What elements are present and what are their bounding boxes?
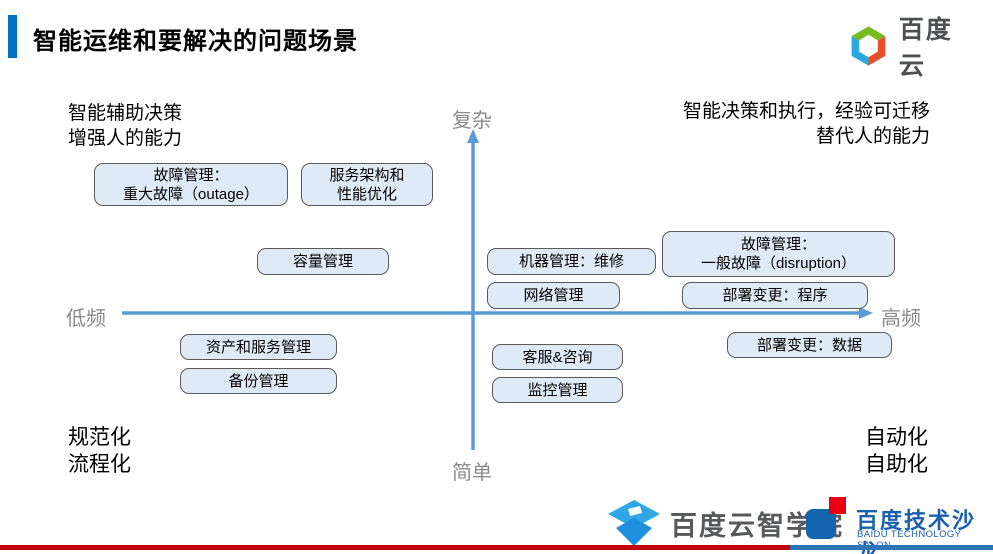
academy-cap-icon: [608, 500, 660, 546]
salon-logo-text-cn: 百度技术沙龙: [856, 508, 977, 554]
box-service-arch: 服务架构和 性能优化: [301, 163, 433, 206]
box-monitoring: 监控管理: [492, 377, 623, 403]
corner-tl-line1: 智能辅助决策: [68, 103, 183, 124]
box-machine-repair-label: 机器管理：维修: [518, 253, 624, 270]
box-fault-disruption-line1: 故障管理：: [740, 236, 816, 253]
box-fault-disruption: 故障管理： 一般故障（disruption）: [662, 231, 895, 277]
baidu-technology-salon-logo: 百度技术沙龙 BAIDU TECHNOLOGY SALON: [804, 495, 990, 554]
box-backup-label: 备份管理: [228, 372, 289, 390]
box-deploy-program: 部署变更：程序: [682, 282, 868, 309]
salon-red-square-icon: [829, 497, 846, 514]
axis-label-simple: 简单: [452, 462, 492, 484]
box-capacity-label: 容量管理: [292, 253, 353, 270]
box-asset-service-label: 资产和服务管理: [205, 338, 311, 356]
axis-label-lowfreq: 低频: [66, 308, 106, 330]
baidu-cloud-logo: 百度云: [846, 16, 978, 80]
box-asset-service: 资产和服务管理: [180, 334, 337, 360]
corner-bl-line2: 流程化: [68, 453, 131, 476]
corner-bl-line1: 规范化: [68, 426, 131, 449]
footer-line-red: [0, 545, 790, 550]
baidu-cloud-cube-icon: [851, 26, 886, 66]
corner-tr-line2: 替代人的能力: [815, 126, 930, 147]
axis-label-complex: 复杂: [452, 110, 492, 132]
box-customer-service: 客服&咨询: [492, 344, 623, 370]
box-customer-service-label: 客服&咨询: [522, 348, 593, 366]
corner-br-line1: 自动化: [865, 426, 928, 449]
corner-tl-line2: 增强人的能力: [68, 128, 183, 149]
salon-blue-square-icon: [806, 509, 836, 539]
corner-tr-line1: 智能决策和执行，经验可迁移: [682, 101, 930, 122]
page-title: 智能运维和要解决的问题场景: [33, 28, 358, 55]
box-monitoring-label: 监控管理: [527, 381, 588, 399]
corner-br-line2: 自助化: [865, 453, 928, 476]
corner-label-bottom-right: 自动化 自助化: [865, 424, 928, 478]
axis-label-highfreq: 高频: [881, 308, 921, 330]
box-fault-outage: 故障管理： 重大故障（outage）: [94, 163, 288, 206]
baidu-cloud-logo-text: 百度云: [898, 16, 953, 80]
box-deploy-data: 部署变更：数据: [727, 332, 892, 358]
box-fault-disruption-line2: 一般故障（disruption）: [700, 255, 857, 272]
box-machine-repair: 机器管理：维修: [487, 248, 656, 275]
box-deploy-program-label: 部署变更：程序: [722, 287, 828, 304]
title-accent-bar: [8, 15, 17, 58]
box-capacity: 容量管理: [257, 248, 389, 275]
box-deploy-data-label: 部署变更：数据: [756, 336, 862, 354]
box-service-arch-line2: 性能优化: [336, 185, 397, 203]
box-backup: 备份管理: [180, 368, 337, 394]
corner-label-bottom-left: 规范化 流程化: [68, 424, 131, 478]
box-fault-outage-line1: 故障管理：: [153, 166, 229, 184]
footer-line-blue: [790, 545, 993, 550]
corner-label-top-right: 智能决策和执行，经验可迁移 替代人的能力: [683, 99, 930, 149]
box-network-label: 网络管理: [523, 287, 584, 304]
corner-label-top-left: 智能辅助决策 增强人的能力: [68, 101, 182, 151]
box-network: 网络管理: [487, 282, 620, 309]
box-service-arch-line1: 服务架构和: [329, 166, 405, 184]
box-fault-outage-line2: 重大故障（outage）: [123, 185, 259, 203]
